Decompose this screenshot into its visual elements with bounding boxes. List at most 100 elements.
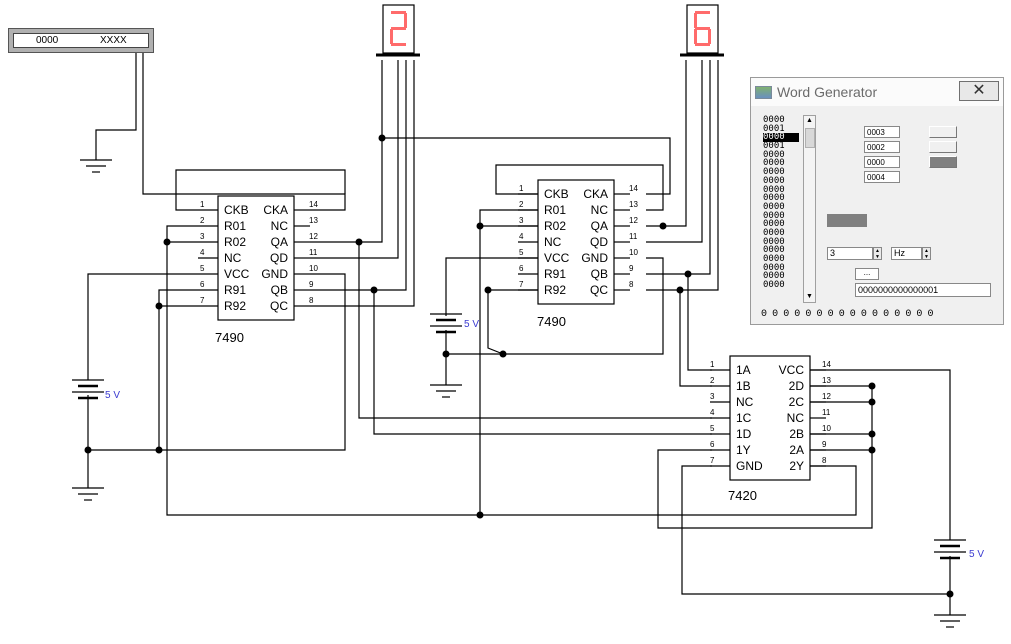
- app-icon: [755, 86, 772, 99]
- pin-number: 3: [200, 232, 205, 241]
- word-list-item[interactable]: 0000: [763, 262, 785, 273]
- unit-spinner[interactable]: ▲▼: [922, 247, 931, 260]
- word-list-item[interactable]: 0000: [763, 115, 785, 125]
- close-button[interactable]: ✕: [959, 81, 999, 101]
- battery-middle: 5 V: [430, 313, 479, 334]
- pin-number: 11: [629, 232, 638, 241]
- pin-label: QB: [271, 283, 288, 297]
- pin-label: 1Y: [736, 443, 751, 457]
- binary-value-field[interactable]: 0000000000000001: [855, 283, 991, 297]
- close-icon: ✕: [972, 82, 986, 99]
- trigger-indicator[interactable]: [827, 214, 867, 227]
- meter-right-value: XXXX: [100, 35, 127, 46]
- word-list-item[interactable]: 0000: [763, 133, 799, 143]
- pin-number: 13: [629, 200, 638, 209]
- pin-label: R01: [544, 203, 566, 217]
- frequency-unit-select[interactable]: Hz: [891, 247, 922, 260]
- pin-label: 1A: [736, 363, 751, 377]
- pin-number: 12: [629, 216, 638, 225]
- pin-label: R91: [224, 283, 246, 297]
- frequency-spinner[interactable]: ▲▼: [873, 247, 882, 260]
- seven-segment-display-left: [376, 4, 420, 57]
- register-field[interactable]: 0003: [864, 126, 900, 138]
- register-field[interactable]: 0004: [864, 171, 900, 183]
- pin-number: 14: [822, 360, 831, 369]
- word-list-item[interactable]: 0000: [763, 184, 785, 195]
- scroll-up-icon[interactable]: ▲: [806, 117, 813, 124]
- scroll-down-icon[interactable]: ▼: [806, 293, 813, 300]
- pin-label: QA: [591, 219, 608, 233]
- meter-screen: 0000 XXXX: [13, 33, 149, 48]
- pin-number: 14: [629, 184, 638, 193]
- pin-number: 7: [519, 280, 524, 289]
- frequency-input[interactable]: 3: [827, 247, 873, 260]
- pin-label: QD: [270, 251, 288, 265]
- pin-number: 10: [629, 248, 638, 257]
- step-button[interactable]: [929, 156, 957, 168]
- pin-number: 8: [629, 280, 634, 289]
- pin-label: NC: [787, 411, 805, 425]
- pin-label: NC: [271, 219, 289, 233]
- word-list-item[interactable]: 0000: [763, 210, 785, 221]
- pin-number: 7: [710, 456, 715, 465]
- junction-dots: [84, 134, 954, 598]
- word-list-item[interactable]: 0000: [763, 236, 785, 247]
- cycle-button[interactable]: [929, 126, 957, 138]
- pin-label: R91: [544, 267, 566, 281]
- pin-number: 4: [519, 232, 524, 241]
- word-list-item[interactable]: 0000: [763, 219, 785, 230]
- word-list-item[interactable]: 0000: [763, 167, 785, 178]
- word-list-item[interactable]: 0000: [763, 193, 785, 204]
- pin-label: VCC: [544, 251, 570, 265]
- pin-number: 11: [822, 408, 831, 417]
- pin-label: QC: [590, 283, 608, 297]
- word-list-item[interactable]: 0000: [763, 149, 785, 160]
- digit-6-segments: [694, 11, 711, 46]
- word-list-item[interactable]: 0000: [763, 254, 785, 264]
- wires: [87, 53, 951, 615]
- ground-symbols: [72, 159, 966, 628]
- word-list-item[interactable]: 0001: [763, 141, 785, 152]
- logic-analyzer-meter[interactable]: 0000 XXXX: [8, 28, 154, 53]
- word-list-item[interactable]: 0000: [763, 227, 785, 238]
- word-list-item[interactable]: 0000: [763, 245, 785, 256]
- word-list-item[interactable]: 0001: [763, 123, 785, 134]
- pin-label: 2Y: [789, 459, 804, 473]
- pin-label: VCC: [224, 267, 250, 281]
- pin-number: 9: [309, 280, 314, 289]
- pin-label: CKA: [583, 187, 608, 201]
- window-titlebar[interactable]: Word Generator ✕: [751, 78, 1003, 106]
- pin-label: NC: [591, 203, 609, 217]
- burst-button[interactable]: [929, 141, 957, 153]
- register-field[interactable]: 0002: [864, 141, 900, 153]
- word-list-item[interactable]: 0000: [763, 158, 785, 169]
- word-list-scrollbar[interactable]: ▲ ▼: [803, 115, 816, 303]
- word-list-item[interactable]: 0000: [763, 271, 785, 282]
- pin-label: 2C: [789, 395, 805, 409]
- pin-label: NC: [224, 251, 242, 265]
- battery-voltage: 5 V: [105, 390, 120, 401]
- battery-voltage: 5 V: [464, 319, 479, 330]
- word-list-item[interactable]: 0000: [763, 201, 785, 212]
- pin-number: 10: [822, 424, 831, 433]
- word-list-item[interactable]: 0000: [763, 280, 785, 291]
- edit-button[interactable]: ...: [855, 268, 879, 280]
- pin-label: CKB: [224, 203, 249, 217]
- pin-label: GND: [581, 251, 608, 265]
- register-field[interactable]: 0000: [864, 156, 900, 168]
- pin-number: 2: [519, 200, 524, 209]
- pin-label: QD: [590, 235, 608, 249]
- scroll-thumb[interactable]: [805, 128, 815, 148]
- window-title: Word Generator: [777, 84, 878, 100]
- pin-label: CKA: [263, 203, 288, 217]
- word-list-item[interactable]: 0000: [763, 175, 785, 186]
- pin-number: 7: [200, 296, 205, 305]
- pin-number: 8: [309, 296, 314, 305]
- pin-number: 11: [309, 248, 318, 257]
- pin-number: 6: [710, 440, 715, 449]
- pin-number: 1: [710, 360, 715, 369]
- pin-label: 2B: [789, 427, 804, 441]
